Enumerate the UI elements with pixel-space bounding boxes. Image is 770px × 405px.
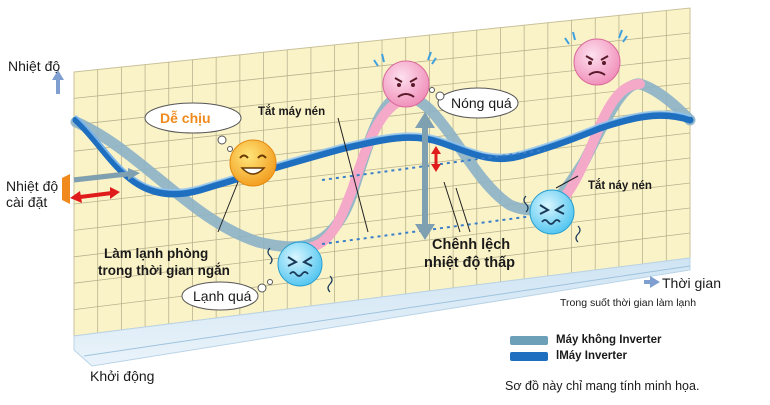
legend-label-non-inverter: Máy không Inverter <box>556 334 662 346</box>
low-diff-label-line2: nhiệt độ thấp <box>424 255 516 271</box>
legend-label-inverter: lMáy Inverter <box>556 350 627 362</box>
footnote: Sơ đồ này chỉ mang tính minh họa. <box>505 379 700 393</box>
comfortable-label: Dễ chịu <box>160 110 211 126</box>
cold-face-icon <box>523 189 581 243</box>
legend-swatch-non-inverter <box>510 335 548 345</box>
set-temp-arrow-red <box>70 187 120 203</box>
legend-item-inverter: lMáy Inverter <box>510 350 627 362</box>
y-axis-label: Nhiệt độ <box>8 58 61 74</box>
set-temp-marker <box>62 174 70 204</box>
too-hot-label: Nóng quá <box>451 95 512 111</box>
low-diff-label-line1: Chênh lệch <box>432 237 511 253</box>
y-axis-arrow <box>52 70 64 94</box>
set-temp-label-line1: Nhiệt độ <box>6 178 59 194</box>
comfortable-bubble <box>144 102 242 152</box>
compressor-off-label-2: Tắt náy nén <box>588 180 652 192</box>
x-axis-label: Thời gian <box>662 275 721 291</box>
happy-face-icon <box>229 139 277 187</box>
set-temp-label-line2: cài đặt <box>6 194 48 210</box>
fast-cooling-label-line1: Làm lạnh phòng <box>104 246 209 261</box>
set-temp-arrow-grey <box>73 168 140 183</box>
big-temp-diff-arrow <box>415 112 435 240</box>
too-cold-bubble <box>181 279 273 311</box>
grid-line-horizontal <box>73 157 691 231</box>
grid-line-horizontal <box>73 182 691 258</box>
inverter-curve <box>72 111 694 198</box>
legend-swatch-inverter <box>510 351 548 361</box>
grid-line-horizontal <box>73 207 691 284</box>
non-inverter-heating-segment-1 <box>295 95 407 254</box>
small-temp-diff-arrow <box>431 146 441 172</box>
fast-cooling-label-line2: trong thời gian ngắn <box>98 263 230 278</box>
grid-line-horizontal <box>73 232 691 310</box>
too-hot-bubble <box>429 87 519 119</box>
hot-face-icon <box>373 51 437 108</box>
cold-face-icon <box>267 241 333 293</box>
subtitle: Trong suốt thời gian làm lạnh <box>560 297 697 309</box>
x-axis-arrow <box>644 276 660 288</box>
start-label: Khởi động <box>90 368 155 384</box>
compressor-off-label-1: Tắt máy nén <box>258 106 326 118</box>
hot-face-icon <box>564 29 628 86</box>
too-cold-label: Lạnh quá <box>193 288 252 304</box>
legend-item-non-inverter: Máy không Inverter <box>510 334 661 346</box>
